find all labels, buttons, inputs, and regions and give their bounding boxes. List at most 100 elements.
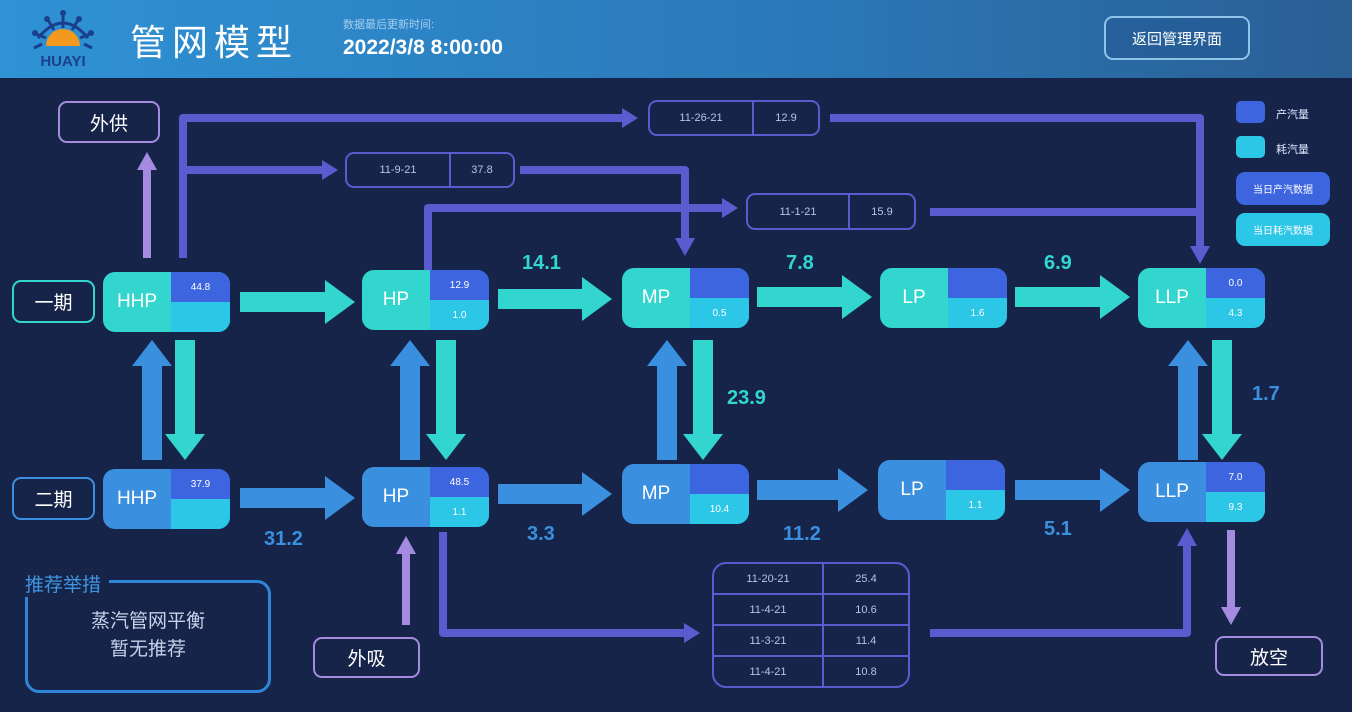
row-label-phase1: 一期	[12, 280, 95, 323]
flow-label: 7.8	[786, 252, 814, 274]
consumption-value	[171, 499, 230, 529]
legend-cons-label: 耗汽量	[1276, 144, 1309, 156]
pipe-line	[830, 114, 1204, 240]
meter-value: 37.8	[471, 164, 493, 176]
flow-arrow	[1202, 340, 1242, 460]
flow-arrow	[675, 230, 695, 256]
recommendation-line: 暂无推荐	[109, 639, 186, 660]
meter-id: 11-3-21	[714, 626, 824, 655]
consumption-value: 9.3	[1206, 492, 1265, 522]
recommendation-title: 推荐举措	[25, 570, 110, 597]
production-value: 37.9	[171, 469, 230, 499]
meter-box: 11-1-21 15.9	[746, 193, 916, 230]
flow-label: 23.9	[727, 387, 766, 409]
production-value: 44.8	[171, 272, 230, 302]
huayi-logo: HUAYI	[28, 8, 98, 70]
flow-label: 5.1	[1044, 518, 1072, 540]
meter-value: 12.9	[775, 112, 797, 124]
node-lp1[interactable]: LP 1.6	[880, 268, 1007, 328]
flow-arrow	[240, 280, 355, 324]
node-name: HHP	[116, 488, 158, 509]
flow-arrow	[1221, 530, 1241, 625]
recommendation-text: 蒸汽管网平衡 暂无推荐	[25, 608, 271, 664]
flow-arrow	[1177, 528, 1197, 554]
pipe-line	[930, 552, 1191, 637]
flow-arrow	[757, 275, 872, 319]
node-lp2[interactable]: LP 1.1	[878, 460, 1005, 520]
flow-arrow	[757, 468, 868, 512]
flow-arrow	[137, 152, 157, 258]
production-value	[948, 268, 1007, 298]
meter-id: 11-26-21	[650, 102, 754, 134]
meter-row: 11-20-21 25.4	[714, 564, 908, 595]
consumption-value: 10.4	[690, 494, 749, 524]
node-hhp1[interactable]: HHP 44.8	[103, 272, 230, 332]
meter-id: 11-4-21	[714, 657, 824, 686]
legend-cons-swatch	[1236, 136, 1265, 158]
flow-label: 6.9	[1044, 252, 1072, 274]
flow-label: 1.7	[1252, 383, 1280, 405]
node-name: LLP	[1155, 481, 1189, 502]
node-name: LP	[902, 287, 926, 308]
legend-prod-swatch	[1236, 101, 1265, 123]
flow-arrow	[396, 536, 416, 625]
consumption-value: 1.6	[948, 298, 1007, 328]
pipe-line	[424, 204, 720, 270]
production-value: 7.0	[1206, 462, 1265, 492]
flow-arrow	[718, 198, 738, 218]
meter-value: 11.4	[855, 634, 877, 647]
node-name: LLP	[1155, 287, 1189, 308]
production-value	[690, 464, 749, 494]
consumption-value: 4.3	[1206, 298, 1265, 328]
daily-consumption-button[interactable]: 当日耗汽数据	[1236, 213, 1330, 246]
production-value: 48.5	[430, 467, 489, 497]
node-hhp2[interactable]: HHP 37.9	[103, 469, 230, 529]
meter-value: 10.6	[855, 603, 877, 616]
recommendation-panel	[25, 580, 271, 693]
node-name: HP	[382, 486, 410, 507]
flow-arrow	[1015, 468, 1130, 512]
consumption-value: 1.1	[946, 490, 1005, 520]
node-name: HHP	[116, 291, 158, 312]
flow-arrow	[1015, 275, 1130, 319]
page-title: 管网模型	[130, 23, 299, 64]
flow-arrow	[390, 340, 430, 460]
node-name: MP	[641, 287, 671, 308]
row-label-phase2: 二期	[12, 477, 95, 520]
flow-arrow	[318, 160, 338, 180]
flow-label: 3.3	[527, 523, 555, 545]
logo-text: HUAYI	[40, 53, 86, 70]
legend-prod-label: 产汽量	[1276, 109, 1309, 121]
meter-id: 11-20-21	[714, 564, 824, 593]
meter-id: 11-1-21	[748, 195, 850, 228]
consumption-value	[171, 302, 230, 332]
flow-arrow	[683, 340, 723, 460]
back-to-admin-button[interactable]: 返回管理界面	[1104, 16, 1250, 60]
update-time: 2022/3/8 8:00:00	[343, 36, 503, 59]
meter-value: 25.4	[855, 572, 877, 585]
external-supply-box: 外供	[58, 101, 160, 143]
meter-box: 11-26-21 12.9	[648, 100, 820, 136]
flow-arrow	[165, 340, 205, 460]
consumption-value: 1.0	[430, 300, 489, 330]
daily-production-button[interactable]: 当日产汽数据	[1236, 172, 1330, 205]
node-name: LP	[900, 479, 924, 500]
production-value: 12.9	[430, 270, 489, 300]
flow-label: 14.1	[522, 252, 561, 274]
flow-arrow	[498, 277, 612, 321]
flow-arrow	[647, 340, 687, 460]
node-name: HP	[382, 289, 410, 310]
flow-arrow	[1190, 238, 1210, 264]
pipe-line	[520, 166, 689, 232]
consumption-value: 1.1	[430, 497, 489, 527]
meter-box: 11-9-21 37.8	[345, 152, 515, 188]
